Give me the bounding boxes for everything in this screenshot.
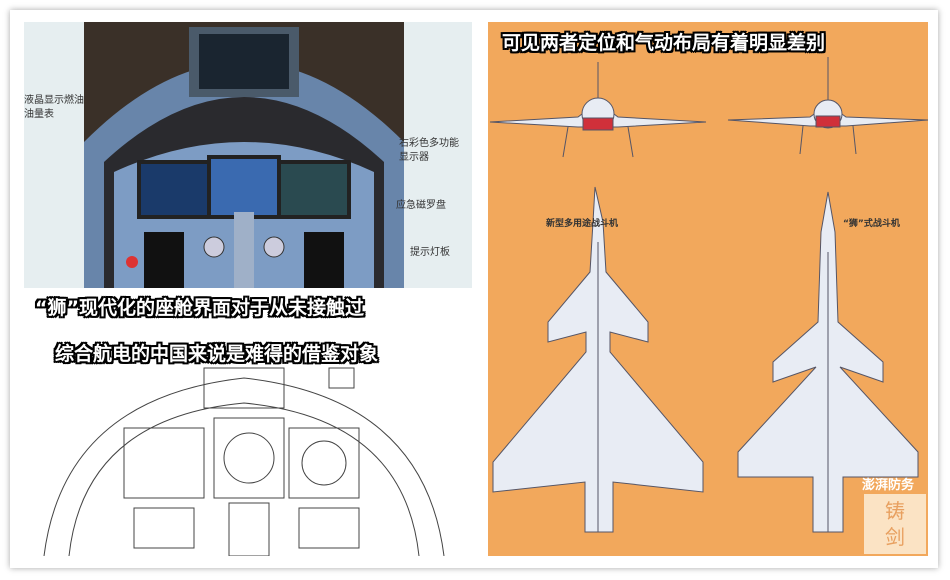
label-compass: 应急磁罗盘 [396, 200, 446, 211]
aircraft-comparison-panel: 新型多用途战斗机 “狮”式战斗机 [488, 22, 928, 556]
cockpit-line-drawing [24, 288, 472, 556]
cockpit-illustration [84, 22, 404, 288]
label-new-multirole-fighter: 新型多用途战斗机 [546, 219, 619, 229]
seal-logo: 铸剑 [864, 494, 926, 554]
label-lavi-fighter: “狮”式战斗机 [843, 219, 900, 229]
aircraft-drawings [489, 57, 928, 533]
line-drawing-illustration [43, 367, 445, 556]
comparison-title: 可见两者定位和气动布局有着明显差别 [502, 32, 826, 54]
watermark-text: 澎湃防务 [862, 478, 915, 493]
front-view-lavi [727, 57, 928, 155]
top-view-lavi [737, 191, 919, 533]
caption-line-1: “狮”现代化的座舱界面对于从未接触过 [35, 297, 364, 319]
label-right-mfd: 右彩色多功能显示器 [399, 138, 459, 163]
top-view-new-fighter [492, 186, 704, 533]
front-view-new-fighter [489, 62, 707, 158]
label-warning-panel: 提示灯板 [410, 247, 450, 258]
label-fuel-gauge: 液晶显示燃油油量表 [24, 95, 84, 120]
cockpit-photo: 液晶显示燃油油量表 右彩色多功能显示器 应急磁罗盘 提示灯板 [24, 22, 472, 288]
caption-line-2: 综合航电的中国来说是难得的借鉴对象 [55, 343, 379, 365]
